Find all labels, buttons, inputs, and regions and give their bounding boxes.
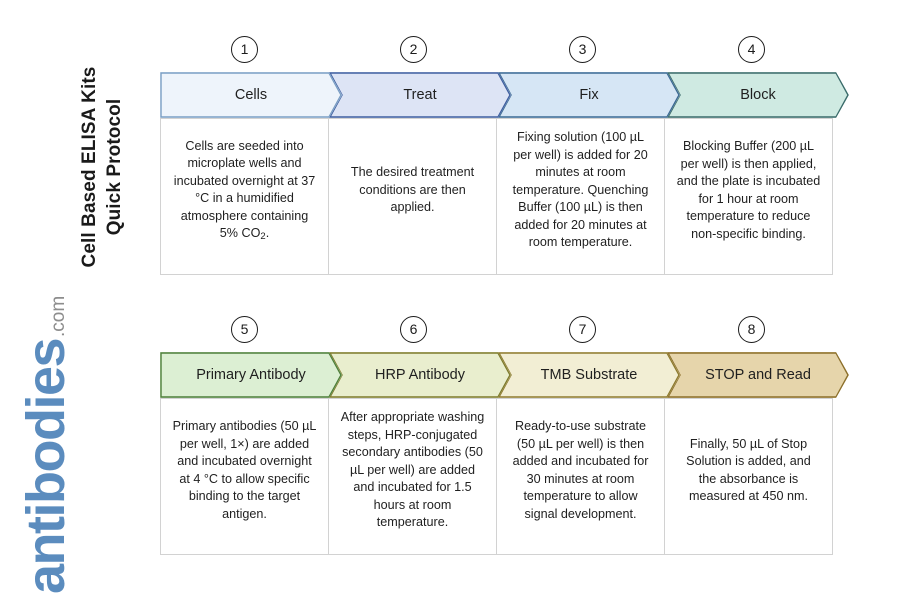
- description-box-step-3: Fixing solution (100 µL per well) is add…: [496, 118, 665, 275]
- chevron-band-2: Primary Antibody HRP Antibody TMB Substrat…: [160, 352, 849, 398]
- chevron-label: Fix: [579, 87, 599, 103]
- chevron-step-5[interactable]: Primary Antibody: [160, 352, 342, 398]
- step-number-4: 4: [738, 36, 765, 63]
- brand-logo-name: antibodies: [16, 338, 76, 594]
- chevron-label: STOP and Read: [705, 367, 811, 383]
- chevron-label: HRP Antibody: [374, 367, 465, 383]
- description-text: Blocking Buffer (200 µL per well) is the…: [676, 139, 821, 241]
- step-number-7: 7: [569, 316, 596, 343]
- description-box-step-8: Finally, 50 µL of Stop Solution is added…: [664, 398, 833, 555]
- step-number-1: 1: [231, 36, 258, 63]
- chevron-label: TMB Substrate: [540, 367, 638, 383]
- step-number-8: 8: [738, 316, 765, 343]
- description-text: After appropriate washing steps, HRP-con…: [340, 410, 485, 530]
- description-box-step-6: After appropriate washing steps, HRP-con…: [328, 398, 497, 555]
- step-number-3: 3: [569, 36, 596, 63]
- description-box-step-7: Ready-to-use substrate (50 µL per well) …: [496, 398, 665, 555]
- description-text: The desired treatment conditions are the…: [350, 165, 475, 215]
- description-band-1: Cells are seeded into microplate wells a…: [160, 118, 840, 275]
- page-title: Cell Based ELISA Kits Quick Protocol: [79, 66, 125, 268]
- description-text: Cells are seeded into microplate wells a…: [173, 138, 316, 243]
- step-number-6: 6: [400, 316, 427, 343]
- step-number-group-1: 1 2 3 4: [160, 30, 840, 72]
- step-number-2: 2: [400, 36, 427, 63]
- description-band-2: Primary antibodies (50 µL per well, 1×) …: [160, 398, 840, 555]
- description-text: Fixing solution (100 µL per well) is add…: [512, 130, 649, 250]
- description-text: Primary antibodies (50 µL per well, 1×) …: [172, 419, 317, 521]
- chevron-step-4[interactable]: Block: [667, 72, 849, 118]
- chevron-label: Cells: [234, 87, 268, 103]
- description-text: Finally, 50 µL of Stop Solution is added…: [686, 436, 811, 504]
- flow-row-1: 1 2 3 4 Cells Treat Fix Block Cells are seeded…: [160, 30, 849, 275]
- description-box-step-5: Primary antibodies (50 µL per well, 1×) …: [160, 398, 329, 555]
- brand-logo: antibodies .com: [16, 296, 83, 594]
- chevron-step-7[interactable]: TMB Substrate: [498, 352, 680, 398]
- step-number-group-2: 5 6 7 8: [160, 310, 840, 352]
- description-box-step-4: Blocking Buffer (200 µL per well) is the…: [664, 118, 833, 275]
- description-box-step-1: Cells are seeded into microplate wells a…: [160, 118, 329, 275]
- flow-row-2: 5 6 7 8 Primary Antibody HRP Antibody TMB Sub…: [160, 310, 849, 555]
- chevron-label: Block: [740, 87, 776, 103]
- chevron-label: Treat: [403, 87, 437, 103]
- chevron-step-1[interactable]: Cells: [160, 72, 342, 118]
- brand-logo-tld: .com: [48, 295, 69, 337]
- chevron-band-1: Cells Treat Fix Block: [160, 72, 849, 118]
- chevron-step-2[interactable]: Treat: [329, 72, 511, 118]
- description-box-step-2: The desired treatment conditions are the…: [328, 118, 497, 275]
- step-number-5: 5: [231, 316, 258, 343]
- chevron-step-8[interactable]: STOP and Read: [667, 352, 849, 398]
- chevron-step-6[interactable]: HRP Antibody: [329, 352, 511, 398]
- description-text: Ready-to-use substrate (50 µL per well) …: [512, 419, 649, 521]
- chevron-step-3[interactable]: Fix: [498, 72, 680, 118]
- chevron-label: Primary Antibody: [196, 367, 306, 383]
